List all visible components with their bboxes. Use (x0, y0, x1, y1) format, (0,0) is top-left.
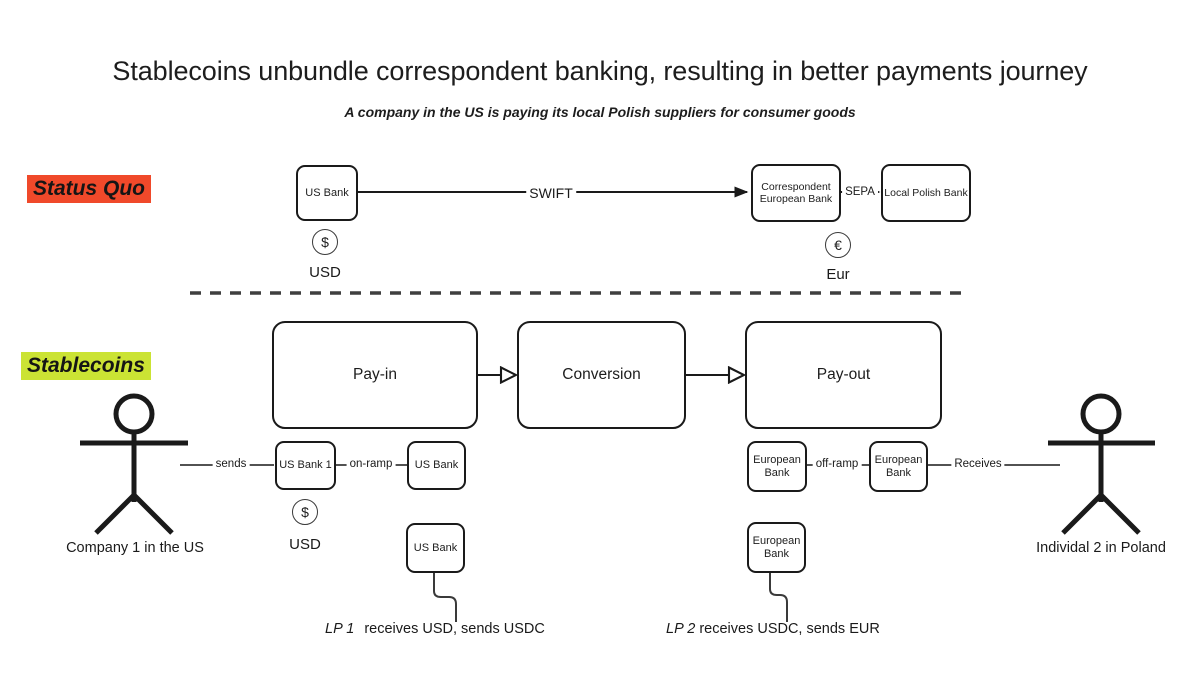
stick-figure-company (80, 393, 188, 535)
currency-label-usd-statusquo: USD (309, 264, 341, 281)
edge-label-swift: SWIFT (526, 185, 576, 201)
lp2-caption: LP 2 receives USDC, sends EUR (666, 621, 880, 637)
node-european-bank-2-label: European Bank (874, 453, 923, 479)
stage-pay-in[interactable]: Pay-in (272, 321, 478, 429)
node-us-bank-2-label: US Bank (414, 459, 459, 472)
actor-caption-individual: Individal 2 in Poland (1036, 540, 1166, 556)
actor-caption-company: Company 1 in the US (66, 540, 204, 556)
node-correspondent-european-bank-label: Correspondent European Bank (759, 180, 833, 205)
stage-pay-in-label: Pay-in (353, 365, 397, 383)
lp2-text: receives USDC, sends EUR (699, 621, 880, 637)
currency-label-usd-stablecoins: USD (289, 536, 321, 553)
node-european-bank-2[interactable]: European Bank (869, 441, 928, 492)
currency-label-eur-statusquo: Eur (826, 266, 850, 283)
node-european-bank-1-label: European Bank (753, 453, 801, 479)
edge-label-sends: sends (212, 458, 250, 470)
edge-label-off-ramp: off-ramp (812, 458, 862, 470)
node-us-bank-label: US Bank (305, 186, 349, 199)
stage-pay-out[interactable]: Pay-out (745, 321, 942, 429)
page-title: Stablecoins unbundle correspondent banki… (112, 56, 1088, 86)
lp1-text: receives USD, sends USDC (364, 621, 545, 637)
lp1-connector (433, 573, 457, 622)
lp2-name: LP 2 (666, 621, 696, 637)
node-us-bank-lp1[interactable]: US Bank (406, 523, 465, 573)
node-us-bank[interactable]: US Bank (296, 165, 358, 221)
usd-coin-icon-stablecoins: $ (292, 499, 318, 525)
lp2-connector (769, 573, 788, 622)
stage-conversion[interactable]: Conversion (517, 321, 686, 429)
lp1-caption: LP 1 receives USD, sends USDC (325, 621, 545, 637)
edge-label-receives: Receives (951, 458, 1005, 470)
node-correspondent-european-bank[interactable]: Correspondent European Bank (751, 164, 841, 222)
status-quo-label: Status Quo (27, 175, 152, 204)
node-local-polish-bank[interactable]: Local Polish Bank (881, 164, 971, 222)
node-us-bank-1[interactable]: US Bank 1 (275, 441, 336, 490)
node-local-polish-bank-label: Local Polish Bank (884, 186, 968, 199)
node-us-bank-2[interactable]: US Bank (407, 441, 466, 490)
node-us-bank-1-label: US Bank 1 (279, 459, 332, 472)
edge-label-sepa: SEPA (842, 186, 878, 198)
stage-pay-out-label: Pay-out (816, 365, 871, 383)
eur-coin-icon-statusquo: € (825, 232, 851, 258)
node-us-bank-lp1-label: US Bank (413, 541, 458, 554)
lp1-name: LP 1 (325, 621, 355, 637)
usd-coin-icon-statusquo: $ (312, 229, 338, 255)
node-european-bank-1[interactable]: European Bank (747, 441, 807, 492)
stablecoins-label: Stablecoins (21, 352, 151, 381)
edge-label-on-ramp: on-ramp (346, 458, 396, 470)
node-european-bank-lp2-label: European Bank (752, 534, 801, 560)
node-european-bank-lp2[interactable]: European Bank (747, 522, 806, 573)
page-subtitle: A company in the US is paying its local … (344, 104, 856, 120)
stage-conversion-label: Conversion (562, 365, 641, 383)
stick-figure-individual (1048, 393, 1155, 535)
